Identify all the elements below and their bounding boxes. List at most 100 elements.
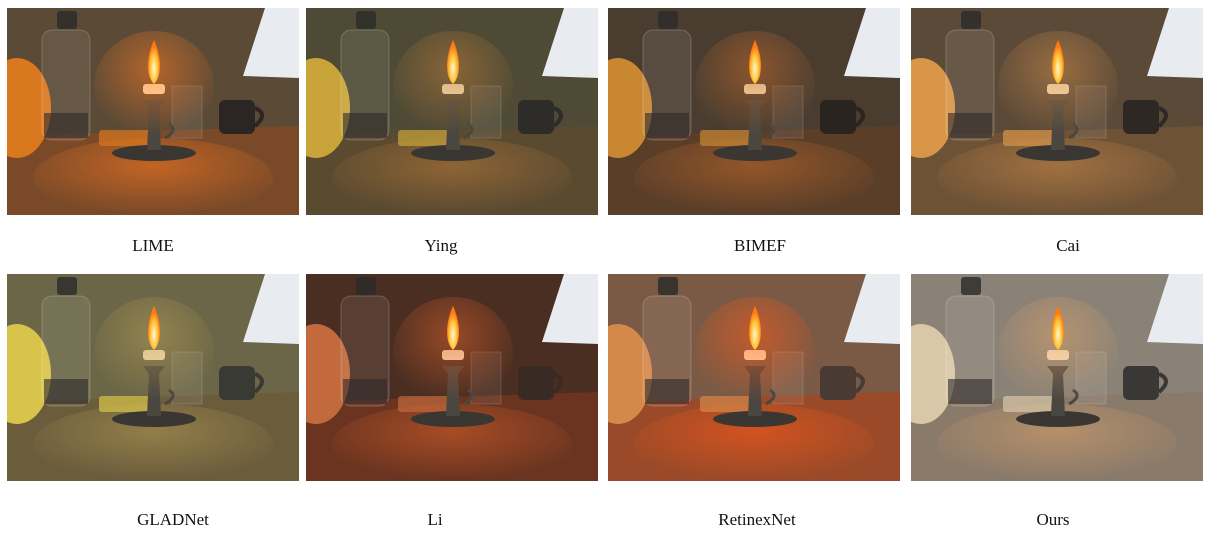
panel-caption-retinexnet: RetinexNet bbox=[718, 510, 796, 529]
tone-overlay bbox=[608, 274, 900, 481]
cup-icon bbox=[820, 100, 856, 134]
scene-svg bbox=[911, 8, 1203, 215]
cup-icon bbox=[518, 366, 554, 400]
scene-svg bbox=[608, 274, 900, 481]
scene-svg bbox=[911, 274, 1203, 481]
bottle-liquid bbox=[948, 113, 992, 138]
flame-icon bbox=[1052, 40, 1064, 84]
bottle-icon bbox=[642, 295, 692, 407]
table-glow bbox=[937, 404, 1177, 481]
bottle-liquid bbox=[343, 113, 387, 138]
holder-plate bbox=[1016, 145, 1100, 161]
table-glow bbox=[33, 404, 273, 481]
bowl-icon bbox=[911, 58, 955, 158]
window-light bbox=[1147, 274, 1203, 344]
bottle-icon bbox=[41, 29, 91, 141]
cup-icon bbox=[1123, 366, 1159, 400]
table-glow bbox=[937, 138, 1177, 215]
cup-handle bbox=[552, 372, 563, 394]
window-light bbox=[243, 274, 299, 344]
table-glow bbox=[332, 138, 572, 215]
bottle-liquid bbox=[645, 113, 689, 138]
tone-overlay bbox=[911, 8, 1203, 215]
panel-caption-cai: Cai bbox=[1056, 236, 1080, 255]
cup-handle bbox=[552, 106, 563, 128]
tone-overlay bbox=[306, 8, 598, 215]
holder-plate bbox=[1016, 411, 1100, 427]
panel-caption-ying: Ying bbox=[424, 236, 458, 255]
bottle-liquid bbox=[343, 379, 387, 404]
tone-overlay bbox=[911, 274, 1203, 481]
cup-icon bbox=[820, 366, 856, 400]
window-light bbox=[844, 274, 900, 344]
window-light bbox=[844, 8, 900, 78]
flame-halo bbox=[393, 297, 513, 407]
scene-svg bbox=[306, 8, 598, 215]
scene-svg bbox=[7, 274, 299, 481]
panel-image-gladnet bbox=[7, 274, 299, 481]
table-glow bbox=[634, 404, 874, 481]
flame-halo bbox=[695, 31, 815, 141]
tone-overlay bbox=[608, 8, 900, 215]
table-glow bbox=[332, 404, 572, 481]
holder-plate bbox=[713, 411, 797, 427]
window-light bbox=[542, 274, 598, 344]
holder-plate bbox=[411, 145, 495, 161]
window-light bbox=[542, 8, 598, 78]
panel-image-cai bbox=[911, 8, 1203, 215]
cup-handle bbox=[854, 106, 865, 128]
panel-caption-bimef: BIMEF bbox=[734, 236, 786, 255]
bowl-icon bbox=[306, 58, 350, 158]
cup-icon bbox=[518, 100, 554, 134]
cup-handle bbox=[1157, 372, 1168, 394]
flame-halo bbox=[393, 31, 513, 141]
scene-svg bbox=[608, 8, 900, 215]
tone-overlay bbox=[306, 274, 598, 481]
tone-overlay bbox=[7, 8, 299, 215]
panel-image-bimef bbox=[608, 8, 900, 215]
cup-icon bbox=[219, 366, 255, 400]
panel-caption-ours: Ours bbox=[1036, 510, 1070, 529]
window-light bbox=[1147, 8, 1203, 78]
bottle-cap-icon bbox=[57, 11, 77, 29]
bottle-icon bbox=[41, 295, 91, 407]
panel-caption-lime: LIME bbox=[132, 236, 174, 255]
flame-halo bbox=[998, 31, 1118, 141]
panel-caption-gladnet: GLADNet bbox=[137, 510, 209, 529]
bottle-cap-icon bbox=[658, 11, 678, 29]
bottle-icon bbox=[945, 295, 995, 407]
flame-halo bbox=[998, 297, 1118, 407]
bottle-liquid bbox=[44, 379, 88, 404]
panel-image-ours bbox=[911, 274, 1203, 481]
bottle-icon bbox=[945, 29, 995, 141]
table-glow bbox=[634, 138, 874, 215]
bowl-icon bbox=[7, 58, 51, 158]
cup-icon bbox=[219, 100, 255, 134]
bottle-liquid bbox=[645, 379, 689, 404]
panel-image-retinexnet bbox=[608, 274, 900, 481]
table-glow bbox=[33, 138, 273, 215]
panel-image-ying bbox=[306, 8, 598, 215]
window-light bbox=[243, 8, 299, 78]
flame-icon bbox=[447, 306, 459, 350]
flame-icon bbox=[749, 306, 761, 350]
holder-plate bbox=[713, 145, 797, 161]
scene-svg bbox=[306, 274, 598, 481]
bottle-liquid bbox=[44, 113, 88, 138]
bottle-icon bbox=[340, 29, 390, 141]
tone-overlay bbox=[7, 274, 299, 481]
cup-handle bbox=[1157, 106, 1168, 128]
holder-plate bbox=[411, 411, 495, 427]
holder-plate bbox=[112, 411, 196, 427]
holder-plate bbox=[112, 145, 196, 161]
bottle-icon bbox=[340, 295, 390, 407]
bowl-icon bbox=[608, 324, 652, 424]
bottle-cap-icon bbox=[961, 11, 981, 29]
cup-handle bbox=[854, 372, 865, 394]
bowl-icon bbox=[306, 324, 350, 424]
bowl-icon bbox=[7, 324, 51, 424]
bowl-icon bbox=[608, 58, 652, 158]
bottle-cap-icon bbox=[658, 277, 678, 295]
flame-halo bbox=[94, 297, 214, 407]
